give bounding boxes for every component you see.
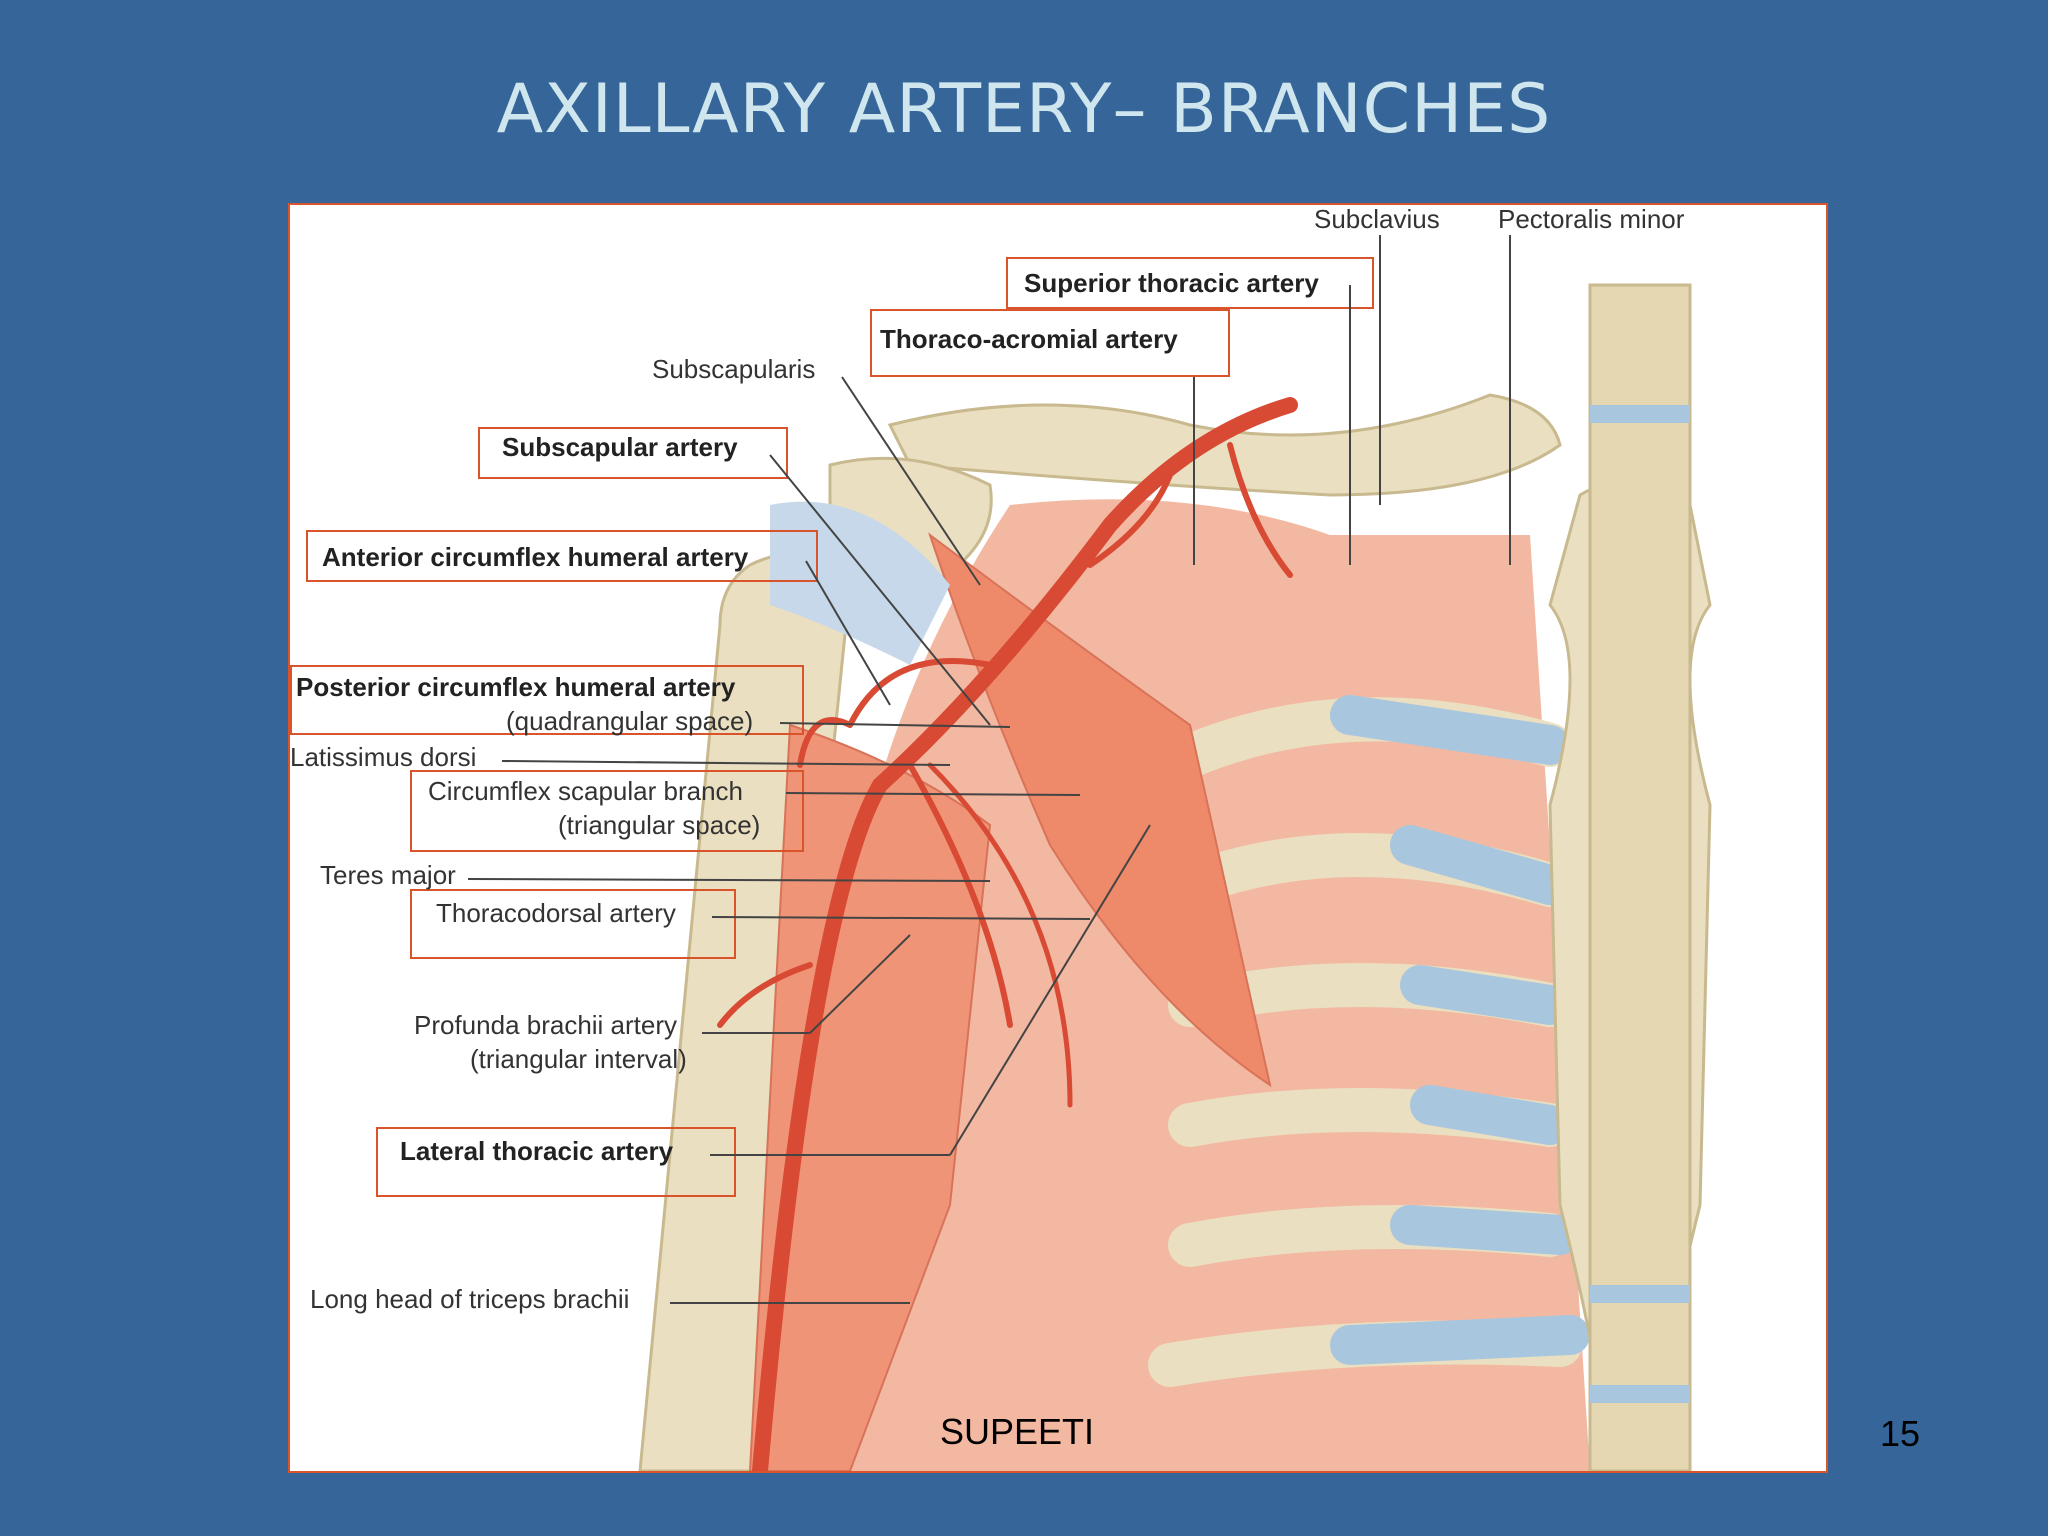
label-thoracodorsal-artery: Thoracodorsal artery [436, 898, 676, 928]
label-subclavius: Subclavius [1314, 204, 1440, 234]
label-subscapularis: Subscapularis [652, 354, 816, 384]
label-quadrangular-space: (quadrangular space) [506, 706, 754, 736]
subscapularis-muscle [770, 501, 950, 665]
label-thoraco-acromial-artery: Thoraco-acromial artery [880, 324, 1178, 354]
anterior-circumflex-humeral-artery-box [306, 530, 818, 582]
subscapular-artery-box [478, 427, 788, 479]
label-circumflex-scapular-branch: Circumflex scapular branch [428, 776, 744, 806]
label-posterior-circumflex-humeral-artery: Posterior circumflex humeral artery [296, 672, 736, 702]
anatomy-figure: Subclavius Pectoralis minor Superior tho… [288, 203, 1828, 1473]
label-teres-major: Teres major [320, 860, 456, 890]
circumflex-scapular-branch-box [410, 770, 804, 852]
label-lateral-thoracic-artery: Lateral thoracic artery [400, 1136, 674, 1166]
page-number: 15 [1880, 1413, 1921, 1454]
posterior-circumflex-humeral-artery-box [290, 665, 804, 735]
label-superior-thoracic-artery: Superior thoracic artery [1024, 268, 1319, 298]
thoracodorsal-artery-box [410, 889, 736, 959]
slide-title: AXILLARY ARTERY– BRANCHES [496, 70, 1552, 149]
superior-thoracic-artery-box [1006, 257, 1374, 309]
label-triangular-space: (triangular space) [558, 810, 761, 840]
label-subscapular-artery: Subscapular artery [502, 432, 738, 462]
ribs [1148, 695, 1590, 1387]
axillary-artery-tree [717, 397, 1298, 1471]
anatomy-illustration [638, 283, 1712, 1471]
leader-lines [467, 235, 1511, 1304]
vertebral-column [1588, 283, 1692, 1471]
label-pectoralis-minor: Pectoralis minor [1498, 204, 1685, 234]
label-long-head-triceps: Long head of triceps brachii [310, 1284, 630, 1314]
footer-text: SUPEETI [940, 1411, 1095, 1452]
label-triangular-interval: (triangular interval) [470, 1044, 687, 1074]
thoraco-acromial-artery-box [870, 309, 1230, 377]
label-anterior-circumflex-humeral-artery: Anterior circumflex humeral artery [322, 542, 749, 572]
label-latissimus-dorsi: Latissimus dorsi [290, 742, 477, 772]
label-profunda-brachii-artery: Profunda brachii artery [414, 1010, 678, 1040]
lateral-thoracic-artery-box [376, 1127, 736, 1197]
clavicle [887, 393, 1562, 497]
